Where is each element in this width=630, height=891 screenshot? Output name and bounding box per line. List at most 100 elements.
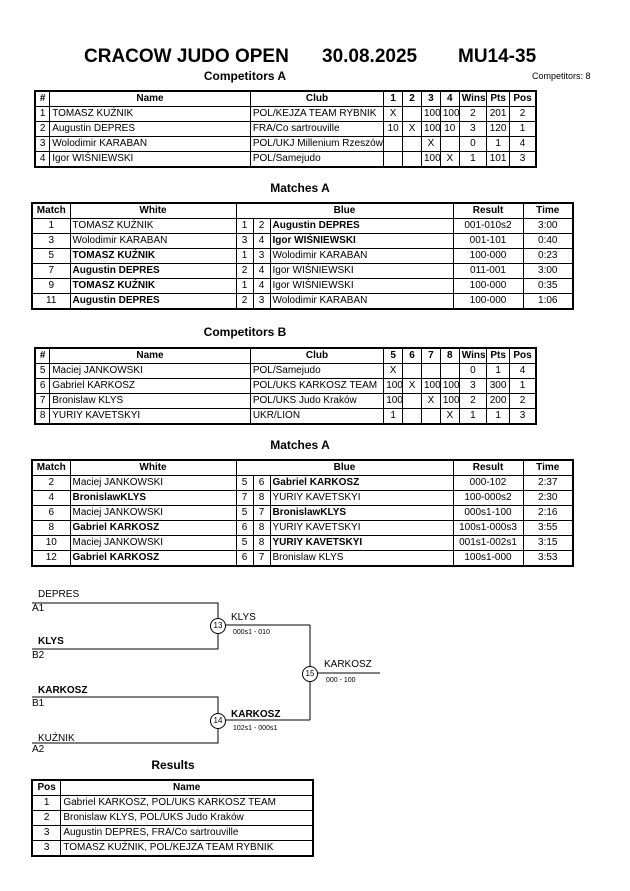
match-14-winner: KARKOSZ [231, 709, 281, 720]
table-cell: X [439, 151, 460, 168]
match-13-score: 000s1 - 010 [233, 629, 270, 636]
competitor-club: POL/UKJ Millenium Rzeszów [249, 136, 385, 152]
match-time: 1:06 [522, 293, 574, 310]
table-cell: 1 [458, 151, 488, 168]
table-cell [402, 151, 422, 168]
match-13-winner: KLYS [231, 612, 256, 623]
competitor-club: UKR/LION [249, 408, 385, 425]
blue-number: 8 [252, 535, 271, 551]
bracket-seed-label: A1 [32, 603, 45, 614]
table-cell [402, 393, 422, 409]
table-cell [383, 151, 404, 168]
match-number: 12 [31, 550, 71, 567]
match-time: 3:15 [522, 535, 574, 551]
bracket-seed-depres: DEPRES [38, 589, 80, 600]
match-15-winner: KARKOSZ [324, 659, 372, 670]
table-cell: 1 [458, 408, 488, 425]
match-14-score: 102s1 - 000s1 [233, 725, 278, 732]
bracket-seed-karkosz: KARKOSZ [38, 685, 88, 696]
column-header: 3 [420, 90, 441, 107]
blue-number: 3 [252, 293, 271, 310]
match-number: 10 [31, 535, 71, 551]
table-cell [402, 136, 422, 152]
column-header: Pos [509, 347, 537, 364]
table-cell: 100 [383, 393, 404, 409]
table-cell: 1 [486, 136, 511, 152]
match-time: 3:53 [522, 550, 574, 567]
competitor-club: POL/UKS Judo Kraków [249, 393, 385, 409]
table-cell [383, 136, 404, 152]
table-cell: 100 [420, 151, 441, 168]
table-cell: 0 [458, 136, 488, 152]
match-13-number: 13 [210, 618, 226, 634]
table-cell [420, 408, 441, 425]
result-name: Gabriel KARKOSZ, POL/UKS KARKOSZ TEAM [60, 795, 314, 811]
bracket-seed-klys: KLYS [38, 636, 64, 647]
result-position: 1 [31, 795, 62, 811]
bracket-seed-label: A2 [32, 744, 45, 755]
result-position: 3 [31, 825, 62, 841]
results-title: Results [151, 758, 195, 772]
result-position: 2 [31, 810, 62, 826]
group-b-title: Competitors B [203, 325, 287, 339]
result-name: Augustin DEPRES, FRA/Co sartrouville [60, 825, 314, 841]
match-result: 100-000 [452, 278, 524, 294]
table-cell: 3 [458, 378, 488, 394]
category: MU14-35 [458, 46, 537, 67]
bracket-seed-label: B1 [32, 698, 45, 709]
matches-a-title: Matches A [270, 181, 330, 195]
white-number: 6 [235, 550, 254, 567]
blue-number: 4 [252, 278, 271, 294]
table-cell: 3 [509, 408, 537, 425]
match-15-number: 15 [302, 666, 318, 682]
bracket-seed-label: B2 [32, 650, 45, 661]
tournament-name: CRACOW JUDO OPEN [84, 46, 289, 67]
match-14-number: 14 [210, 713, 226, 729]
match-result: 100-000 [452, 293, 524, 310]
table-cell: X [439, 408, 460, 425]
table-cell: X [420, 393, 441, 409]
table-cell: 2 [458, 393, 488, 409]
match-time: 0:35 [522, 278, 574, 294]
table-cell: X [420, 136, 441, 152]
table-cell: 4 [509, 136, 537, 152]
table-cell: 3 [509, 151, 537, 168]
competitor-name: Igor WIŚNIEWSKI [49, 151, 251, 168]
competitor-name: YURIY KAVETSKYI [49, 408, 251, 425]
table-cell: 1 [383, 408, 404, 425]
competitors-count: Competitors: 8 [532, 71, 591, 81]
match-15-score: 000 - 100 [326, 677, 356, 684]
competitor-club: POL/Samejudo [249, 151, 385, 168]
tournament-date: 30.08.2025 [322, 46, 418, 67]
result-name: TOMASZ KUŹNIK, POL/KEJZA TEAM RYBNIK [60, 840, 314, 857]
matches-b-title: Matches A [270, 438, 330, 452]
result-name: Bronislaw KLYS, POL/UKS Judo Kraków [60, 810, 314, 826]
table-cell [402, 408, 422, 425]
bracket-seed-kuznik: KUŹNIK [38, 733, 75, 744]
result-position: 3 [31, 840, 62, 857]
